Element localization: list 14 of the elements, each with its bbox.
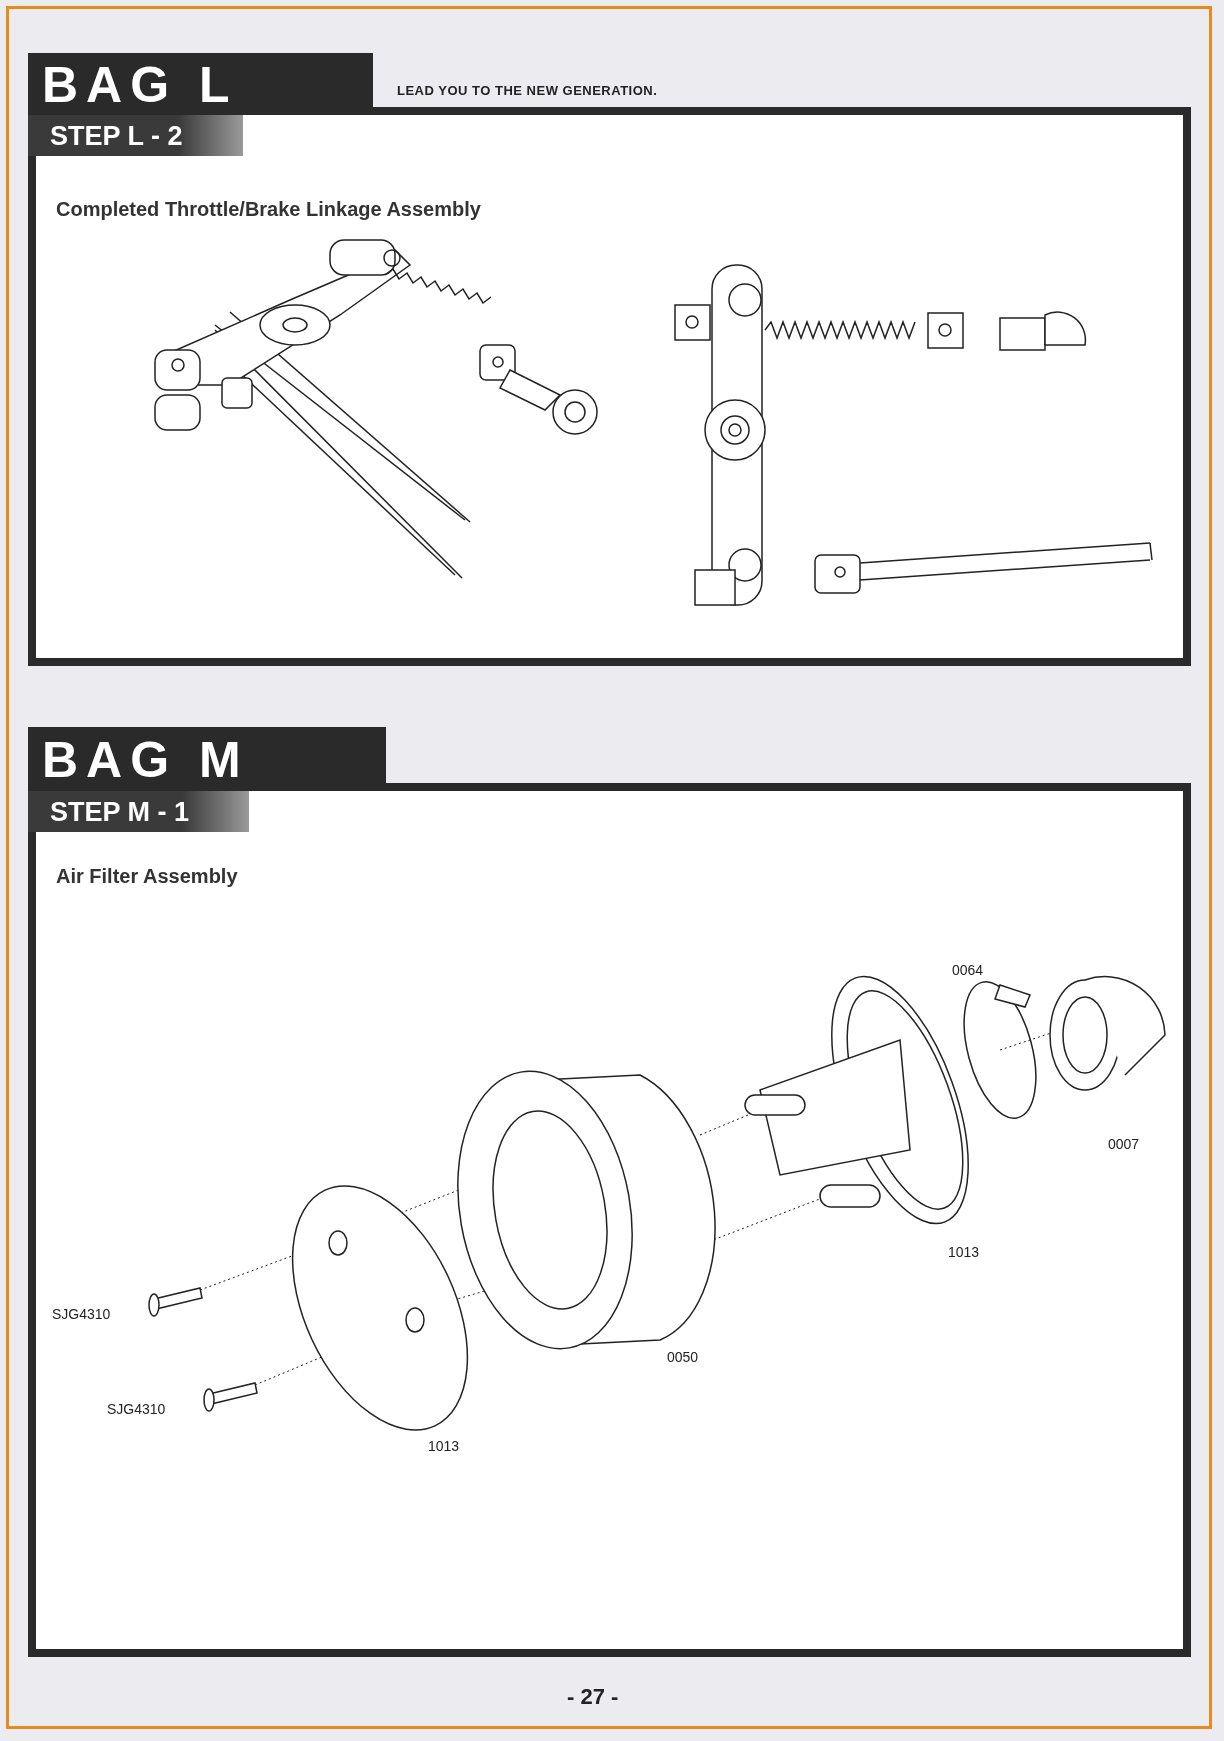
- part-number: 1013: [428, 1438, 460, 1454]
- part-number: SJG4310: [52, 1306, 111, 1322]
- part-number: 0064: [952, 962, 984, 978]
- part-number: 1013: [948, 1244, 980, 1260]
- panel-frame: [28, 107, 1191, 666]
- part-number: 0050: [667, 1349, 699, 1365]
- part-number: 0007: [1108, 1136, 1140, 1152]
- step-heading: STEP M - 1: [28, 791, 250, 832]
- step-heading: STEP L - 2: [28, 115, 243, 156]
- tagline: LEAD YOU TO THE NEW GENERATION.: [397, 83, 658, 98]
- section-title: Completed Throttle/Brake Linkage Assembly: [56, 198, 481, 221]
- page-number: - 27 -: [567, 1684, 619, 1710]
- section-title: Air Filter Assembly: [56, 865, 238, 888]
- part-number: SJG4310: [107, 1401, 166, 1417]
